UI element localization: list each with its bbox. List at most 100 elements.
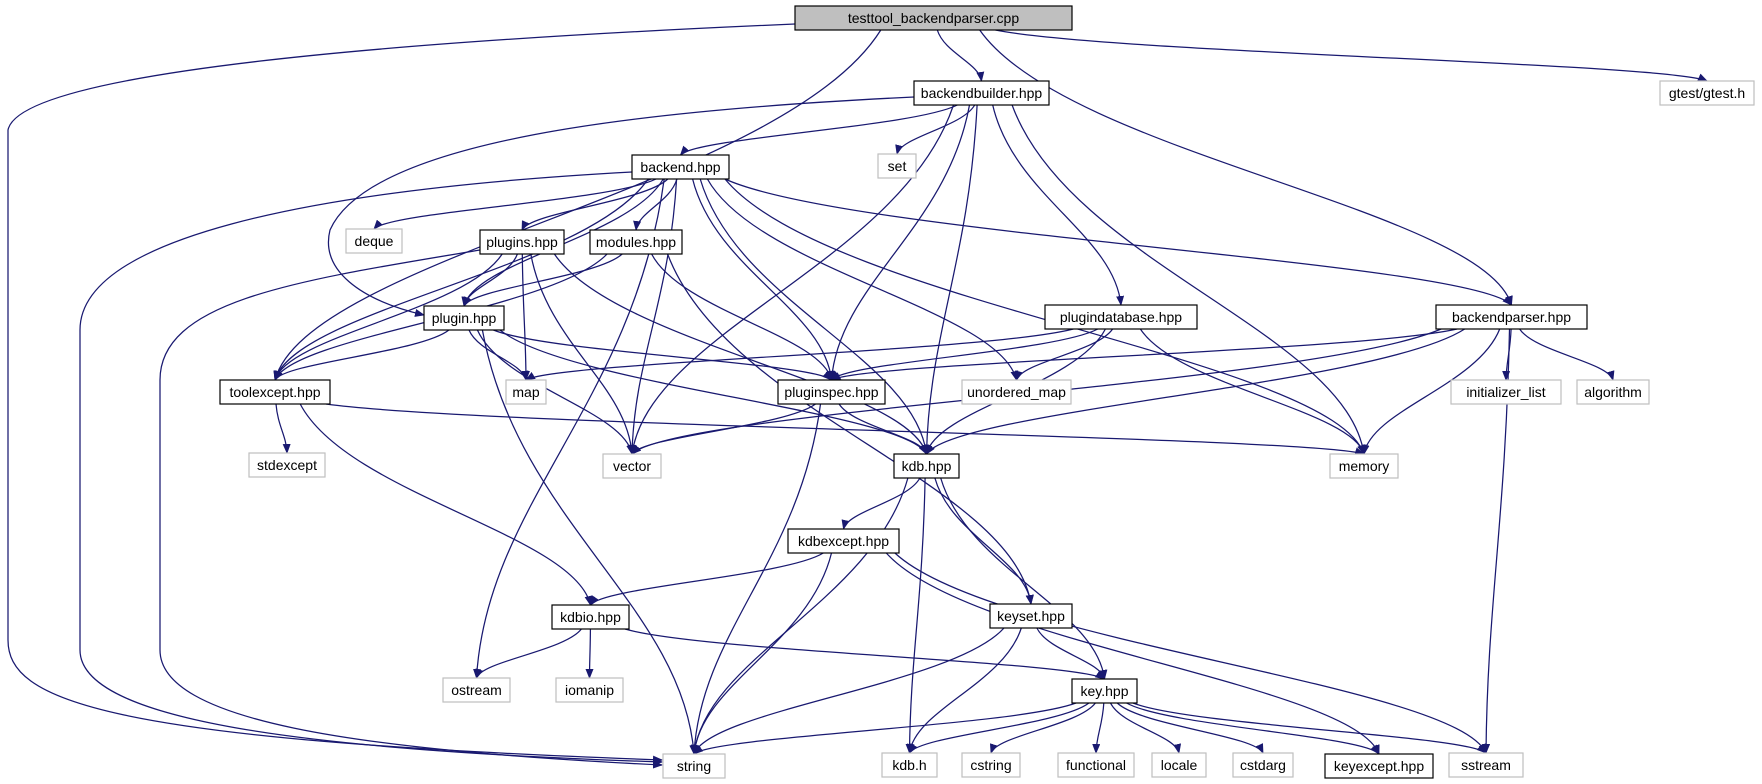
edge-plugin-to-map	[468, 329, 529, 381]
node-cstdarg: cstdarg	[1232, 752, 1294, 778]
node-backendparser[interactable]: backendparser.hpp	[1435, 304, 1588, 330]
edge-key-to-cstring	[990, 702, 1096, 754]
node-pluginspec[interactable]: pluginspec.hpp	[777, 379, 886, 405]
edge-backendbuilder-to-plugindatabase	[992, 104, 1125, 306]
node-box	[1057, 752, 1135, 778]
node-box	[1324, 753, 1434, 779]
edge-kdbio-to-key	[624, 628, 1106, 680]
edge-plugins-to-map	[521, 253, 530, 381]
node-label: locale	[1161, 757, 1198, 773]
node-box	[1071, 678, 1138, 704]
node-label: deque	[355, 233, 394, 249]
edge-backend-to-ostream	[473, 178, 665, 679]
edge-plugindatabase-to-unordered_map	[1015, 328, 1114, 381]
node-box	[1044, 304, 1198, 330]
edge-key-to-cstdarg	[1116, 702, 1264, 754]
node-box	[662, 753, 726, 779]
node-deque: deque	[345, 228, 403, 254]
edge-plugin-to-string	[481, 329, 698, 755]
edge-plugindatabase-to-map	[525, 328, 1074, 381]
node-keyset[interactable]: keyset.hpp	[989, 603, 1073, 629]
node-box	[551, 604, 630, 630]
node-kdbexcept[interactable]: kdbexcept.hpp	[787, 528, 900, 554]
edge-kdb-to-kdbexcept	[841, 477, 921, 530]
node-label: plugin.hpp	[432, 310, 497, 326]
node-kdb[interactable]: kdb.hpp	[893, 453, 960, 479]
node-backendbuilder[interactable]: backendbuilder.hpp	[913, 80, 1050, 106]
node-box	[913, 80, 1050, 106]
node-box	[423, 305, 505, 331]
node-box	[602, 453, 662, 479]
edge-key-to-functional	[1092, 702, 1105, 754]
node-box	[442, 677, 511, 703]
node-label: key.hpp	[1081, 683, 1129, 699]
edge-key-to-sstream	[1132, 702, 1487, 754]
node-box	[961, 752, 1021, 778]
edge-modules-to-keyset	[667, 253, 1034, 605]
edge-backendbuilder-to-pluginspec	[828, 104, 971, 381]
edge-backendparser-to-pluginspec	[830, 328, 1458, 381]
edge-plugindatabase-to-pluginspec	[830, 328, 1099, 381]
edge-kdb-to-kdbh	[905, 477, 926, 754]
edge-plugin-to-vector	[476, 329, 635, 455]
edge-kdb-to-key	[940, 477, 1108, 680]
node-box	[777, 379, 886, 405]
node-label: backendbuilder.hpp	[921, 85, 1043, 101]
node-stdexcept: stdexcept	[248, 452, 326, 478]
node-vector: vector	[602, 453, 662, 479]
edge-backendbuilder-to-backend	[679, 104, 958, 156]
edge-backendbuilder-to-memory	[1011, 104, 1367, 455]
node-plugins[interactable]: plugins.hpp	[479, 229, 565, 255]
edge-plugins-to-vector	[530, 253, 636, 455]
node-initializer_list: initializer_list	[1450, 379, 1562, 405]
edge-pluginspec-to-string	[690, 403, 822, 755]
node-label: backend.hpp	[640, 159, 720, 175]
node-box	[893, 453, 960, 479]
edge-backendparser-to-algorithm	[1519, 328, 1615, 381]
node-kdbio[interactable]: kdbio.hpp	[551, 604, 630, 630]
edge-keyset-to-kdbh	[906, 627, 1022, 754]
node-cstring: cstring	[961, 752, 1021, 778]
node-label: backendparser.hpp	[1452, 309, 1571, 325]
node-box	[1232, 752, 1294, 778]
edge-backendbuilder-to-plugin	[327, 96, 915, 317]
node-iomanip: iomanip	[555, 677, 624, 703]
node-label: kdb.hpp	[902, 458, 952, 474]
edge-kdbio-to-iomanip	[585, 628, 594, 679]
node-label: modules.hpp	[596, 234, 676, 250]
node-root[interactable]: testtool_backendparser.cpp	[794, 5, 1073, 31]
edge-keyset-to-key	[1036, 627, 1107, 680]
node-box	[505, 379, 547, 405]
node-label: algorithm	[1584, 384, 1642, 400]
node-label: vector	[613, 458, 651, 474]
edge-key-to-locale	[1109, 702, 1182, 754]
edge-key-to-kdbh	[908, 702, 1090, 754]
node-key[interactable]: key.hpp	[1071, 678, 1138, 704]
node-label: toolexcept.hpp	[229, 384, 320, 400]
edge-root-to-backendparser	[979, 29, 1513, 306]
node-label: initializer_list	[1466, 384, 1545, 400]
edge-backend-to-string	[79, 171, 663, 766]
edge-backend-to-deque	[373, 178, 657, 230]
node-box	[555, 677, 624, 703]
node-functional: functional	[1057, 752, 1135, 778]
edge-keyset-to-string	[693, 627, 1005, 755]
edge-modules-to-plugin	[463, 253, 623, 307]
edge-backendparser-to-kdb	[925, 328, 1466, 455]
node-plugindatabase[interactable]: plugindatabase.hpp	[1044, 304, 1198, 330]
edge-plugin-to-toolexcept	[274, 329, 450, 381]
node-backend[interactable]: backend.hpp	[631, 154, 730, 180]
edge-backendparser-to-memory	[1361, 328, 1501, 455]
node-toolexcept[interactable]: toolexcept.hpp	[219, 379, 331, 405]
node-modules[interactable]: modules.hpp	[589, 229, 683, 255]
node-keyexcept[interactable]: keyexcept.hpp	[1324, 753, 1434, 779]
edge-toolexcept-to-memory	[325, 403, 1365, 456]
edge-backendbuilder-to-set	[895, 104, 976, 155]
edge-pluginspec-to-kdb	[838, 403, 928, 455]
edge-kdbexcept-to-string	[690, 552, 833, 755]
node-plugin[interactable]: plugin.hpp	[423, 305, 505, 331]
edge-backendbuilder-to-vector	[629, 104, 955, 455]
node-box	[1659, 80, 1755, 106]
edge-backend-to-unordered_map	[706, 178, 1019, 381]
